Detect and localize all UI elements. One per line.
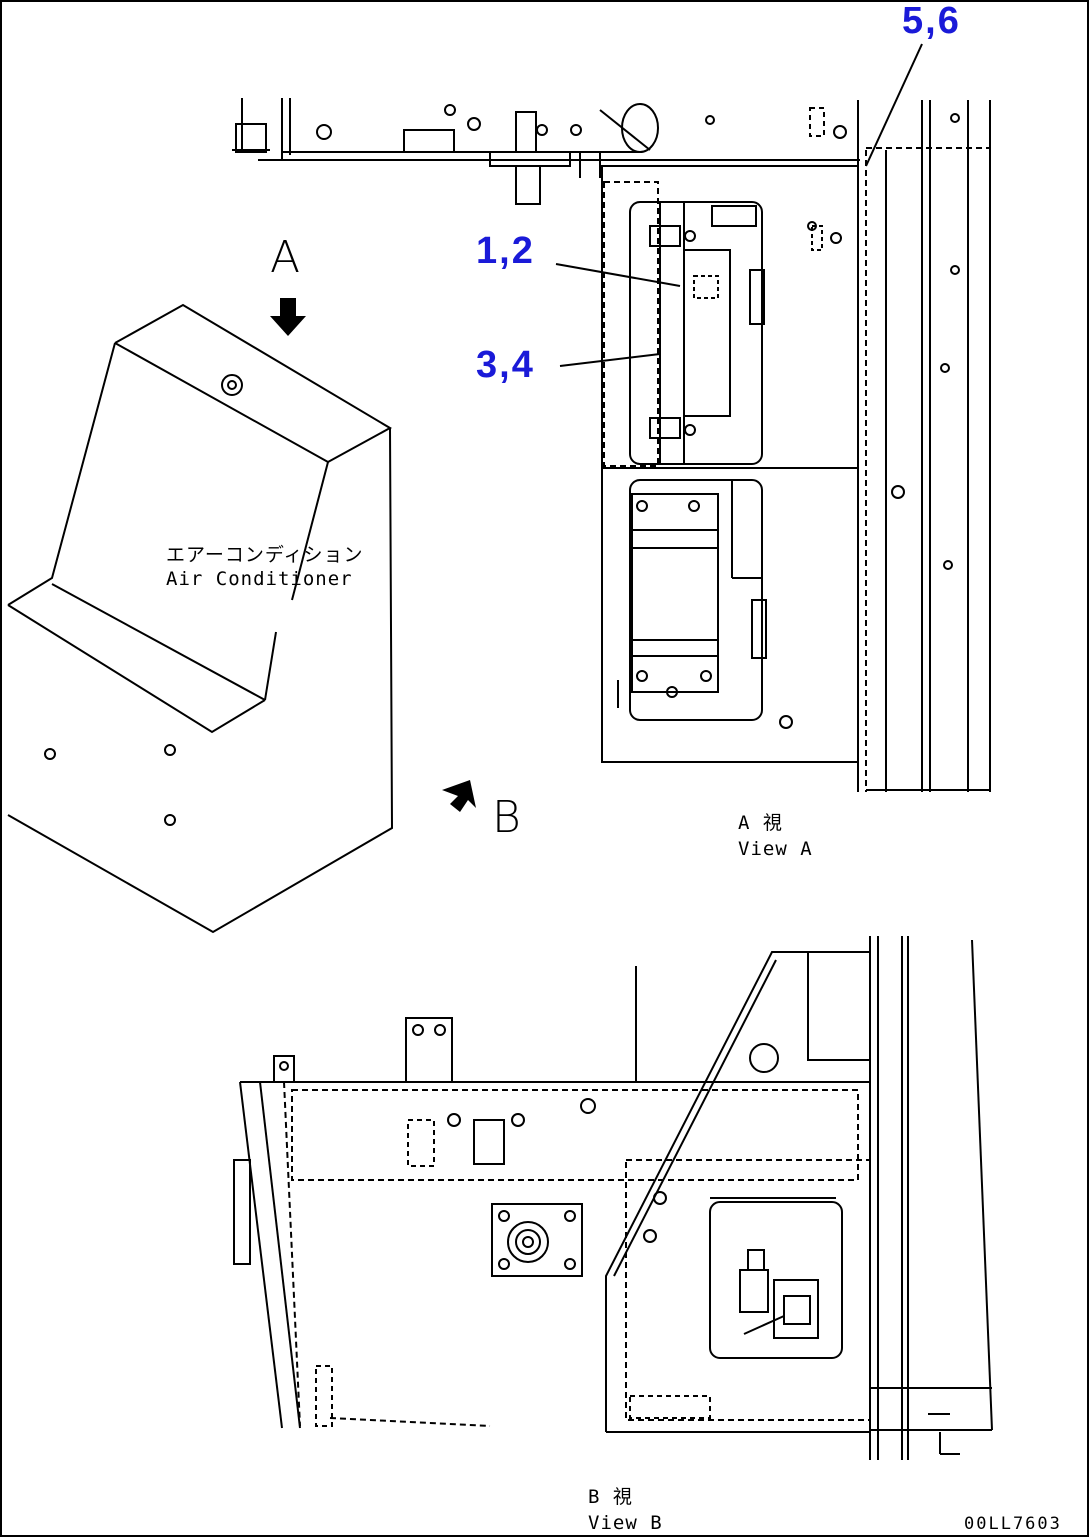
view-a-label-en: View A	[738, 838, 813, 860]
view-letter-a: A	[270, 232, 301, 283]
callout-3-4: 3,4	[476, 344, 535, 386]
view-a-arrow	[270, 298, 306, 336]
aircon-label-jp: エアーコンディション	[166, 544, 364, 566]
view-a-label-jp: A 視	[738, 812, 783, 834]
view-b-label-jp: B 視	[588, 1486, 633, 1508]
air-conditioner-isometric	[7, 303, 394, 934]
view-b-arrow	[442, 780, 476, 812]
view-letter-b: B	[492, 792, 521, 843]
view-a-drawing	[232, 43, 991, 792]
drawing-code: 00LL7603	[964, 1514, 1062, 1534]
view-b-label-en: View B	[588, 1512, 663, 1534]
view-b-drawing	[233, 936, 993, 1460]
callout-1-2: 1,2	[476, 230, 535, 272]
aircon-label-en: Air Conditioner	[166, 568, 353, 590]
callout-5-6: 5,6	[902, 0, 961, 42]
